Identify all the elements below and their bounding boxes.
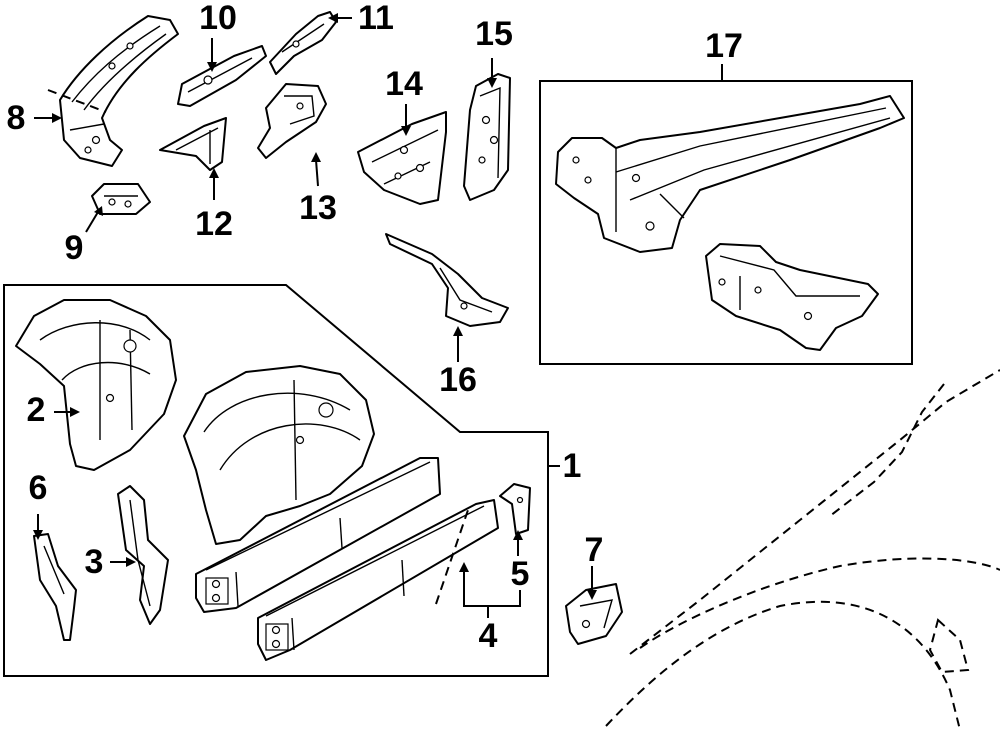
callout-2: 2 (27, 391, 46, 429)
part-8-apron-rail[interactable] (59, 15, 179, 167)
assembly-17-group-box (539, 80, 913, 365)
part-2-wheelhouse-inner[interactable] (15, 299, 177, 471)
part-12-gusset[interactable] (159, 117, 227, 171)
part-4-cut-line (435, 509, 469, 605)
callout-3: 3 (85, 543, 104, 581)
part-16-bracket[interactable] (385, 233, 509, 327)
assembly-1-group-outline (3, 284, 549, 677)
fender-outline (605, 369, 1000, 730)
part-10-reinforcement[interactable] (177, 45, 267, 107)
leader-arrowheads (33, 13, 597, 600)
part-17-side-member-assembly[interactable] (555, 95, 905, 351)
callout-5: 5 (511, 555, 530, 593)
callout-13: 13 (299, 189, 337, 227)
callout-16: 16 (439, 361, 477, 399)
callout-14: 14 (385, 65, 423, 103)
part-3-reinforcement[interactable] (117, 485, 169, 625)
callout-1: 1 (563, 447, 582, 485)
part-13-bracket[interactable] (257, 83, 327, 159)
part-15-pillar-panel[interactable] (463, 73, 511, 201)
part-11-bracket[interactable] (269, 11, 337, 75)
callout-10: 10 (199, 0, 237, 37)
part-8-fastener-line (47, 89, 107, 113)
callout-15: 15 (475, 15, 513, 53)
part-1-front-apron-assembly[interactable] (183, 365, 441, 613)
callout-7: 7 (585, 531, 604, 569)
callout-12: 12 (195, 205, 233, 243)
part-14-panel[interactable] (357, 111, 447, 205)
part-5-end-plate[interactable] (499, 483, 531, 535)
callout-labels: 1 2 3 4 5 6 7 8 9 10 11 12 13 14 15 16 1… (7, 0, 743, 655)
part-4-lower-rail[interactable] (257, 499, 499, 661)
callout-17: 17 (705, 27, 743, 65)
callout-4: 4 (479, 617, 498, 655)
callout-9: 9 (65, 229, 84, 267)
callout-11: 11 (358, 0, 394, 37)
callout-8: 8 (7, 99, 26, 137)
callout-6: 6 (29, 469, 48, 507)
part-6-bracket[interactable] (33, 533, 77, 641)
